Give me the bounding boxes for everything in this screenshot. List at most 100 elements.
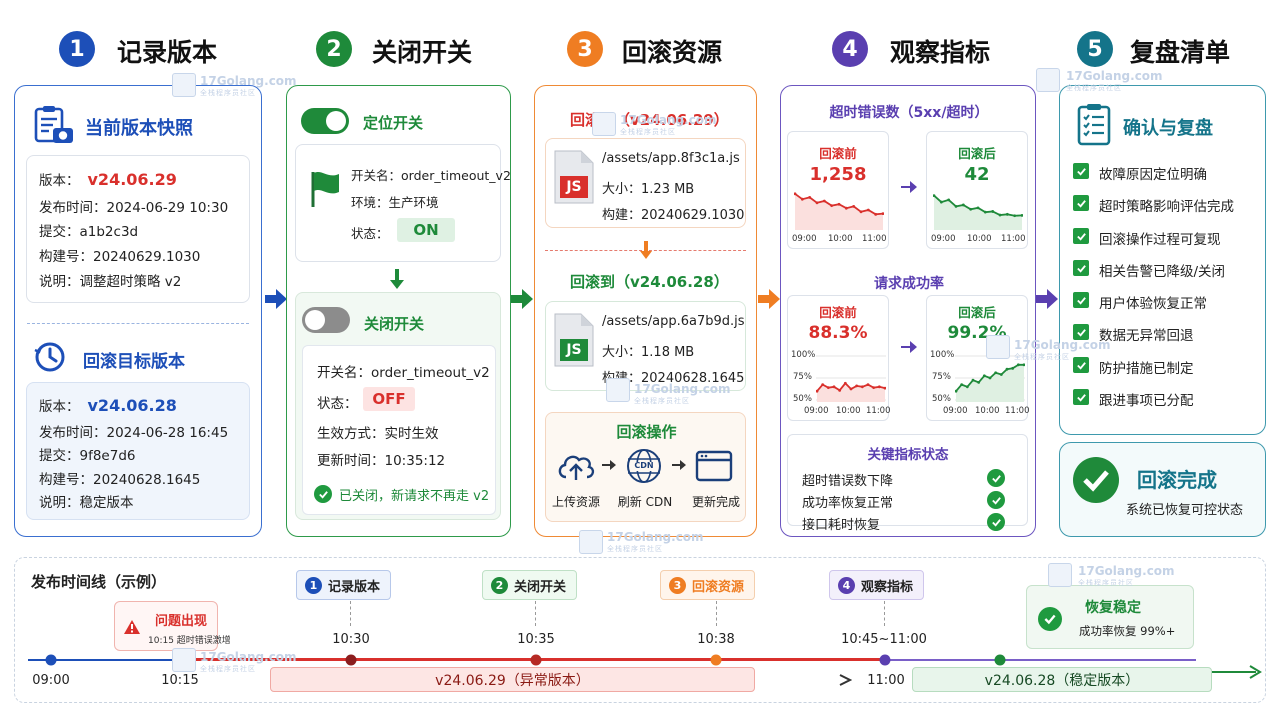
checkbox-checked-icon: [1073, 389, 1089, 405]
divider: [27, 323, 249, 324]
check-circle-icon: [1073, 457, 1119, 503]
close-note: 已关闭，新请求不再走 v2: [339, 489, 490, 504]
checklist-item: 用户体验恢复正常: [1099, 296, 1207, 312]
time-label: 09:00: [32, 673, 70, 688]
tick-line: [884, 601, 885, 626]
cdn-refresh-label: 刷新 CDN: [617, 495, 673, 509]
err-before-card: 回滚前 1,258 09:00 10:00 11:00: [787, 131, 889, 249]
step-3-number: 3: [567, 31, 603, 67]
x-tick: 11:00: [1005, 406, 1030, 416]
step-2-number: 2: [316, 31, 352, 67]
current-version-row: 版本：v24.06.29: [39, 170, 177, 189]
locate-env-row: 环境：生产环境: [351, 195, 439, 210]
series-area: [934, 195, 1022, 230]
data-point: [955, 389, 958, 393]
target-release-time-row: 发布时间：2024-06-28 16:45: [39, 425, 229, 441]
before-file-card: JS /assets/app.8f3c1a.js 大小：1.23 MB 构建：2…: [545, 138, 746, 228]
data-point: [988, 376, 992, 380]
step-4-panel: 超时错误数（5xx/超时） 回滚前 1,258 09:00 10:00 11:0…: [780, 85, 1036, 537]
after-file-size: 大小：1.18 MB: [602, 345, 695, 360]
before-file-path: /assets/app.8f3c1a.js: [602, 151, 740, 166]
locate-name-row: 开关名：order_timeout_v2: [351, 168, 511, 183]
time-label: 10:15: [161, 673, 199, 688]
arrow-right-icon: [772, 674, 852, 686]
data-point: [1020, 214, 1023, 217]
timeline-point: [710, 654, 722, 666]
data-point: [866, 383, 870, 386]
data-point: [961, 203, 965, 207]
target-version-header: 回滚目标版本: [83, 352, 185, 372]
watermark-logo-icon: [172, 648, 196, 672]
data-point: [832, 385, 836, 389]
cdn-badge: CDN: [634, 461, 654, 470]
data-point: [800, 197, 804, 201]
close-time-row: 更新时间：10:35:12: [317, 453, 446, 469]
checklist-item: 回滚操作过程可复现: [1099, 232, 1221, 248]
data-point: [1022, 363, 1025, 367]
close-switch-detail: 开关名：order_timeout_v2 状态： OFF 生效方式：实时生效 更…: [302, 345, 496, 515]
step-2-title: 关闭开关: [372, 38, 473, 67]
issue-card: 问题出现 10:15 超时错误激增: [114, 601, 231, 651]
data-point: [877, 385, 881, 389]
close-mode-row: 生效方式：实时生效: [317, 426, 439, 442]
rollback-complete-card: 回滚完成 系统已恢复可控状态: [1059, 442, 1266, 537]
data-point: [860, 385, 864, 389]
step-5-number: 5: [1077, 31, 1113, 67]
locate-toggle[interactable]: [301, 108, 349, 134]
step-1-number: 1: [59, 31, 95, 67]
time-label: 11:00: [867, 673, 905, 688]
current-commit-row: 提交：a1b2c3d: [39, 224, 139, 240]
succ-before-chart: [816, 355, 886, 402]
data-point: [859, 210, 863, 214]
target-build-row: 构建号：20240628.1645: [39, 472, 201, 488]
x-tick: 09:00: [792, 234, 817, 244]
close-switch-card: 关闭开关 开关名：order_timeout_v2 状态： OFF 生效方式：实…: [295, 292, 501, 520]
flow-arrow-icon: [265, 289, 287, 309]
succ-after-card: 回滚后 99.2% 100% 75% 50% 09:00 10:00 11:00: [926, 295, 1030, 421]
cloud-upload-icon: [558, 455, 595, 480]
issue-sub: 10:15 超时错误激增: [148, 636, 231, 646]
tick-line: [350, 601, 351, 626]
y-tick: 50%: [793, 394, 812, 404]
succ-after-label: 回滚后: [958, 305, 996, 320]
x-tick: 09:00: [804, 406, 829, 416]
checkbox-checked-icon: [1073, 324, 1089, 340]
x-tick: 09:00: [943, 406, 968, 416]
data-point: [965, 385, 969, 389]
data-point: [844, 206, 848, 210]
key-metrics-title: 关键指标状态: [867, 447, 949, 463]
file-icon: [554, 150, 594, 204]
timeline-point: [45, 654, 57, 666]
update-done-label: 更新完成: [691, 495, 740, 509]
tick-line: [716, 601, 717, 626]
locate-state-row: 状态：: [351, 226, 389, 241]
time-label: 10:30: [332, 632, 370, 647]
x-tick: 11:00: [866, 406, 891, 416]
y-tick: 75%: [932, 372, 951, 382]
data-point: [1011, 366, 1015, 370]
rollback-ops-card: 回滚操作 CDN 上传资源 刷新 CDN 更新完成: [545, 412, 746, 522]
x-tick: 10:00: [828, 234, 853, 244]
data-point: [866, 208, 870, 212]
data-point: [1013, 214, 1017, 218]
good-version-bar: v24.06.28（稳定版本）: [912, 667, 1212, 692]
flow-arrow-icon: [511, 289, 533, 309]
current-release-time-row: 发布时间：2024-06-29 10:30: [39, 200, 229, 216]
step-5-title: 复盘清单: [1130, 38, 1231, 67]
close-toggle[interactable]: [302, 307, 350, 333]
close-switch-label: 关闭开关: [364, 315, 425, 333]
arrow-down-icon: [390, 269, 404, 289]
before-file-build: 构建：20240629.1030: [602, 208, 745, 223]
data-point: [1016, 363, 1020, 367]
timeline-title: 发布时间线（示例）: [31, 573, 167, 591]
step-5-panel: 确认与复盘 故障原因定位明确 超时策略影响评估完成 回滚操作过程可复现 相关告警…: [1059, 85, 1266, 435]
watermark-logo-icon: [986, 335, 1010, 359]
